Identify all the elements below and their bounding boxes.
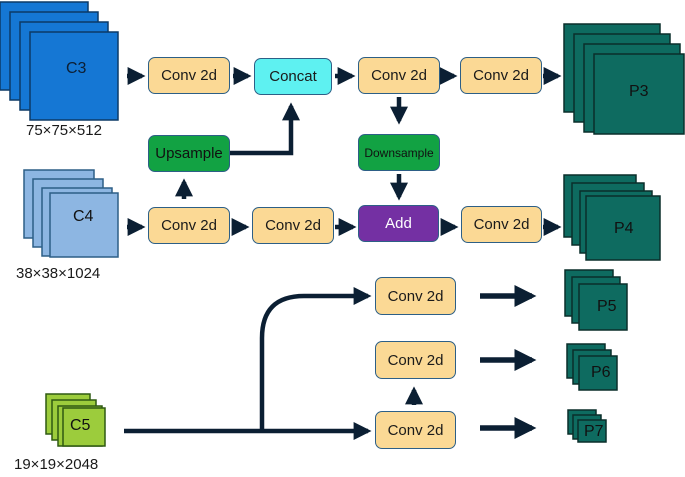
c3-feature-stack (0, 1, 119, 121)
conv2d-box-p5: Conv 2d (375, 277, 456, 315)
add-box: Add (358, 205, 439, 242)
arrow-upsample-concat (230, 102, 300, 156)
c5-label: C5 (70, 417, 91, 434)
upsample-box: Upsample (148, 135, 230, 172)
conv2d-box-row1-a: Conv 2d (148, 57, 230, 94)
conv2d-box-row1-c: Conv 2d (460, 57, 542, 94)
conv2d-box-row2-c: Conv 2d (461, 206, 542, 243)
conv2d-box-row2-b: Conv 2d (252, 207, 334, 244)
c5-shape-caption: 19×19×2048 (14, 456, 99, 473)
p3-label: P3 (629, 83, 649, 100)
conv2d-box-row1-b: Conv 2d (358, 57, 440, 94)
p6-label: P6 (591, 364, 611, 381)
conv2d-box-row2-a: Conv 2d (148, 207, 230, 244)
p6-feature-stack (566, 343, 618, 391)
conv2d-box-p7: Conv 2d (375, 411, 456, 449)
c4-label: C4 (73, 208, 94, 225)
p7-label: P7 (584, 423, 604, 440)
p7-feature-stack (567, 409, 607, 443)
c3-label: C3 (66, 60, 87, 77)
arrows (124, 67, 562, 440)
p5-label: P5 (597, 298, 617, 315)
conv2d-box-p6: Conv 2d (375, 341, 456, 379)
p3-feature-stack (563, 23, 685, 135)
p5-feature-stack (564, 269, 628, 331)
c3-shape-caption: 75×75×512 (26, 122, 102, 139)
downsample-box: Downsample (358, 134, 440, 171)
arrow-c5-conv-p5 (259, 287, 372, 431)
c4-shape-caption: 38×38×1024 (16, 265, 101, 282)
p4-feature-stack (563, 174, 661, 261)
c4-feature-stack (23, 169, 119, 258)
p4-label: P4 (614, 220, 634, 237)
concat-box: Concat (254, 58, 332, 95)
c5-feature-stack (45, 393, 106, 447)
